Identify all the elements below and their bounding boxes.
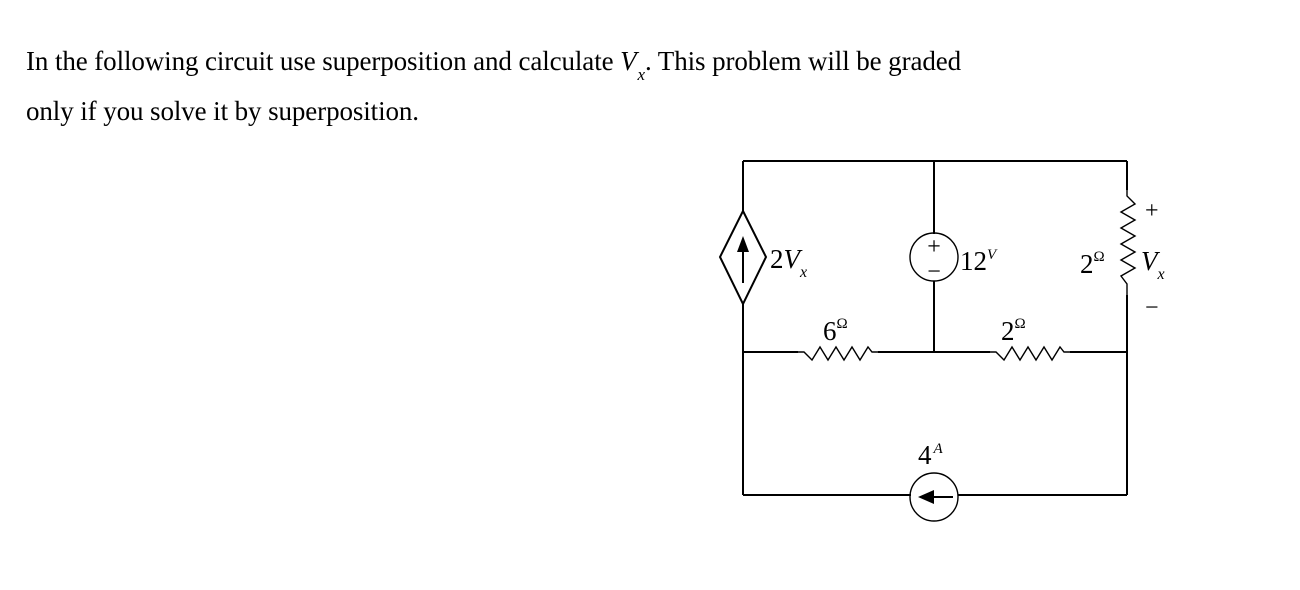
arrow-head-icon: [918, 490, 934, 504]
dependent-source-label: 2Vx: [770, 244, 807, 281]
vx-label: Vx: [1141, 246, 1165, 283]
problem-line-1: In the following circuit use superpositi…: [26, 38, 1226, 88]
vx-minus-sign: −: [1145, 295, 1159, 321]
diamond-icon: [718, 208, 768, 307]
problem-variable-subscript: x: [637, 65, 646, 84]
resistor-6-label: 6Ω: [823, 316, 848, 346]
resistor-2-right-label: 2Ω: [1080, 249, 1105, 279]
voltage-source-circle-icon: [909, 232, 959, 282]
wires: [742, 160, 1128, 496]
voltage-source-label: 12V: [960, 246, 998, 276]
problem-variable: V: [620, 46, 637, 76]
resistor-zigzag-icon: [1119, 190, 1137, 295]
problem-text-end: . This problem will be graded: [645, 46, 962, 76]
vx-plus-sign: +: [1145, 198, 1159, 224]
resistor-2-bottom-label: 2Ω: [1001, 316, 1026, 346]
resistor-zigzag-icon: [798, 345, 878, 362]
dependent-current-source: 2Vx: [718, 208, 807, 307]
vx-polarity-label: + Vx −: [1141, 198, 1165, 321]
problem-line-2: only if you solve it by superposition.: [26, 96, 419, 126]
problem-text-start: In the following circuit use superpositi…: [26, 46, 614, 76]
resistor-6-ohm: 6Ω: [798, 316, 878, 362]
resistor-zigzag-icon: [990, 345, 1070, 362]
plus-sign: +: [927, 234, 941, 260]
minus-sign: −: [927, 259, 941, 285]
voltage-source-12v: + − 12V: [909, 232, 998, 285]
resistor-2-ohm-vertical: 2Ω: [1080, 190, 1137, 295]
resistor-2-ohm-horizontal: 2Ω: [990, 316, 1070, 362]
arrow-head-icon: [737, 236, 749, 252]
problem-statement: In the following circuit use superpositi…: [26, 38, 1226, 134]
current-source-circle-icon: [909, 472, 959, 522]
